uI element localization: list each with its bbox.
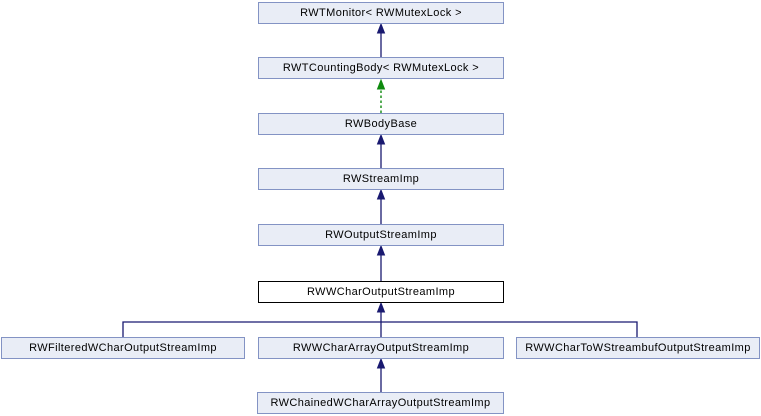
class-node-rwwchararrayoutputstreamimp[interactable]: RWWCharArrayOutputStreamImp [258,337,504,359]
class-node-rwchainedwchararrayoutputstreamimp[interactable]: RWChainedWCharArrayOutputStreamImp [257,392,504,414]
edge-rwstreamimp-to-rwbodybase [376,133,386,168]
edge-rwoutputstreamimp-to-rwstreamimp [376,188,386,224]
edge-children-to-rwwcharoutputstreamimp [122,301,638,337]
class-node-rwtmonitor[interactable]: RWTMonitor< RWMutexLock > [258,2,504,24]
class-node-rwstreamimp[interactable]: RWStreamImp [258,168,504,190]
edge-rwchained-to-rwwchararray [376,357,386,392]
edge-rwwcharoutputstreamimp-to-rwoutputstreamimp [376,244,386,281]
class-node-rwfilteredwcharoutputstreamimp[interactable]: RWFilteredWCharOutputStreamImp [1,337,245,359]
class-node-rwwchartowstreambufoutputstreamimp[interactable]: RWWCharToWStreambufOutputStreamImp [516,337,760,359]
edge-rwbodybase-to-rwtcountingbody [376,78,386,113]
class-node-rwtcountingbody[interactable]: RWTCountingBody< RWMutexLock > [258,57,504,79]
class-node-rwbodybase[interactable]: RWBodyBase [258,113,504,135]
edge-rwtcountingbody-to-rwtmonitor [376,22,386,57]
class-node-rwoutputstreamimp[interactable]: RWOutputStreamImp [258,224,504,246]
class-node-rwwcharoutputstreamimp-current: RWWCharOutputStreamImp [258,281,504,303]
